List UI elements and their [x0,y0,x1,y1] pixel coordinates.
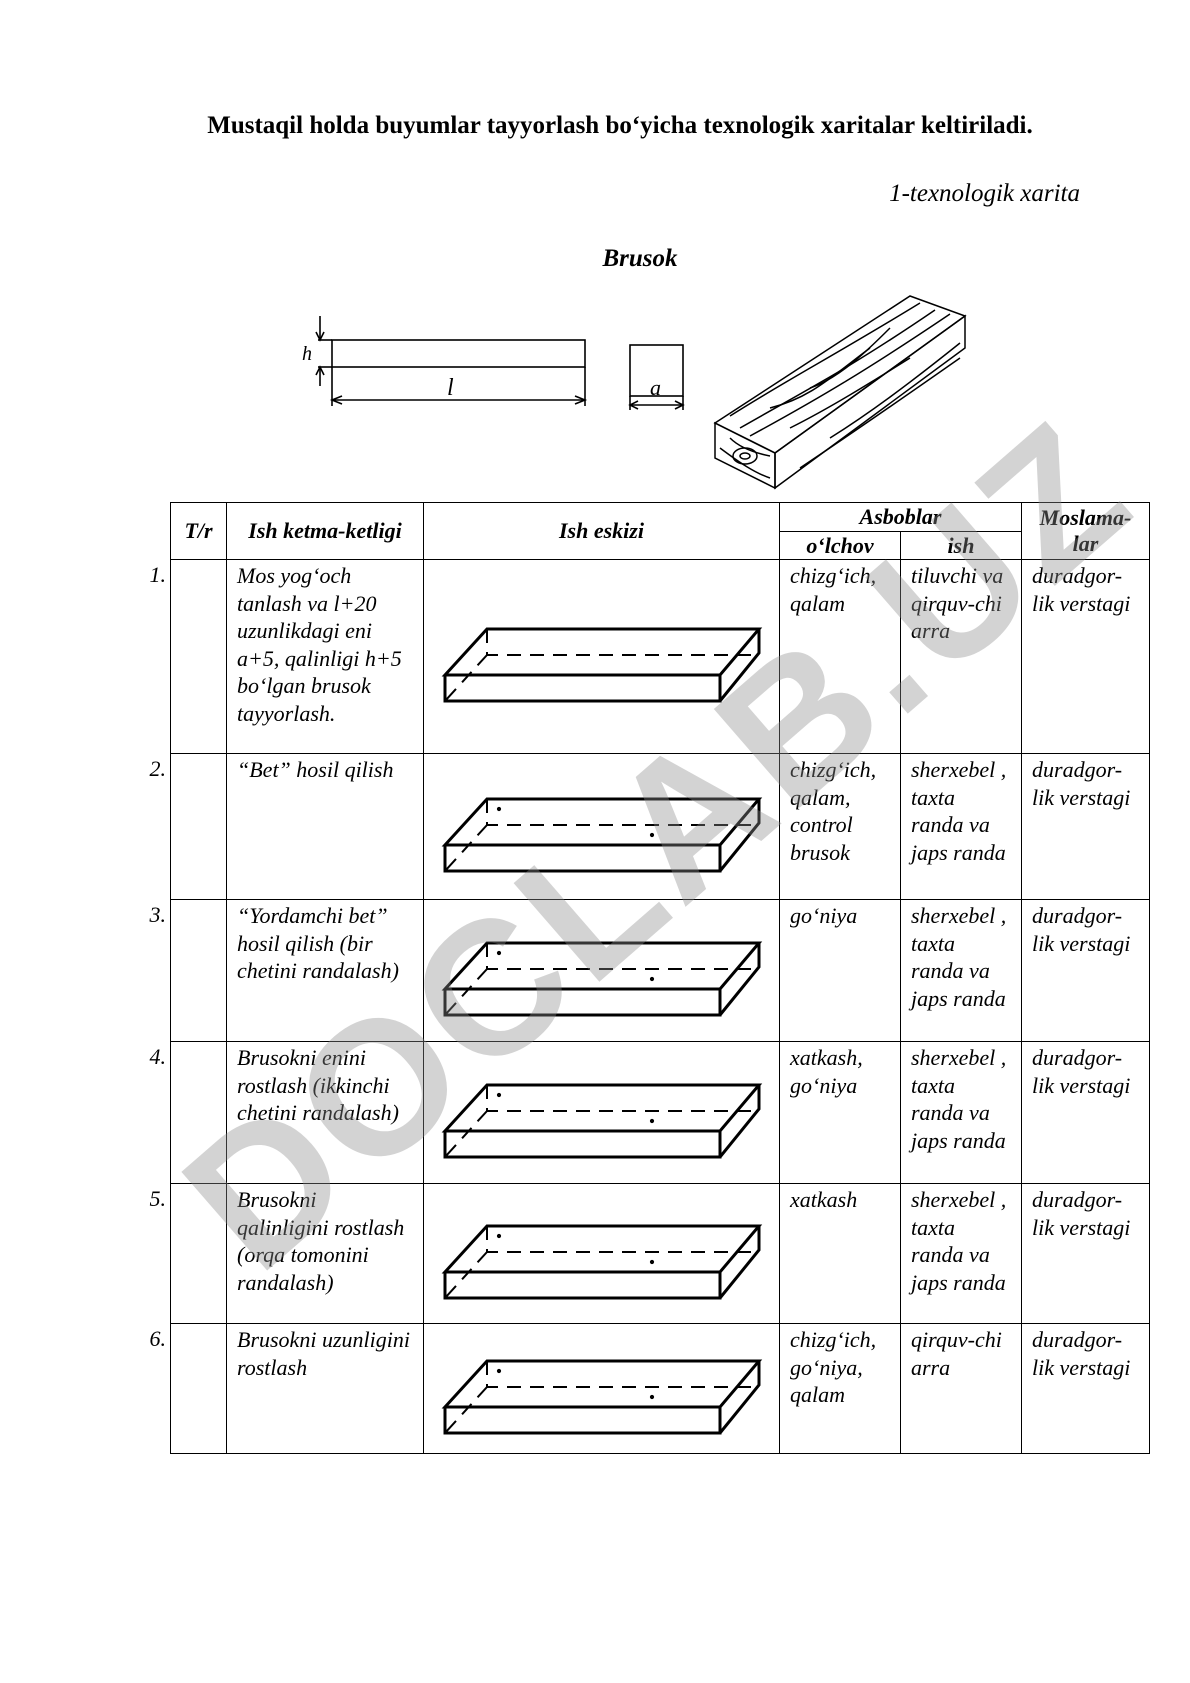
fixture-cell: duradgor-lik verstagi [1021,1323,1151,1454]
header-measure: o‘lchov [779,531,901,560]
blank-sketch-icon [441,627,762,702]
label-h: h [302,343,312,365]
measure-tools-cell: chizg‘ich, qalam [779,559,901,754]
sketch-cell [423,1323,780,1454]
page-heading: Mustaqil holda buyumlar tayyorlash bo‘yi… [207,112,1033,139]
row-number: 5. [149,1186,167,1211]
measure-tools-cell: xatkash [779,1183,901,1324]
work-tools-cell: sherxebel , taxta randa va japs randa [899,753,1023,900]
row-tr-cell [170,1323,227,1454]
sketch-cell [423,559,780,754]
header-sketch: Ish eskizi [423,502,780,560]
label-a: a [650,375,661,400]
sequence-cell: Brusokni qalinligini rostlash (orqa tomo… [226,1183,424,1324]
work-tools-cell: sherxebel , taxta randa va japs randa [899,1183,1023,1324]
header-tr: T/r [170,502,227,560]
fixture-cell: duradgor-lik verstagi [1021,1041,1151,1184]
table-row: Mos yog‘och tanlash va l+20 uzunlikdagi … [170,559,1151,754]
fixture-cell: duradgor-lik verstagi [1021,559,1151,754]
measure-tools-cell: xatkash, go‘niya [779,1041,901,1184]
row-number: 3. [149,902,167,927]
sequence-cell: Brusokni enini rostlash (ikkinchi chetin… [226,1041,424,1184]
brusok-figure: h l a [302,295,967,490]
table-row: Brusokni uzunligini rostlash chizg‘ich, … [170,1323,1151,1454]
sketch-cell [423,1183,780,1324]
row-number: 2. [149,756,167,781]
map-number: 1-texnologik xarita [889,180,1080,207]
document-title: Brusok [602,245,678,272]
blank-sketch-icon [441,1359,762,1434]
wooden-block-icon [713,295,967,490]
table-row: Brusokni enini rostlash (ikkinchi chetin… [170,1041,1151,1184]
header-work: ish [899,531,1023,560]
row-number: 4. [149,1044,167,1069]
blank-sketch-icon [441,1224,762,1299]
header-tools: Asboblar [778,502,1023,532]
sequence-cell: Brusokni uzunligini rostlash [226,1323,424,1454]
sequence-cell: “Yordamchi bet” hosil qilish (bir chetin… [226,899,424,1042]
blank-sketch-icon [441,1083,762,1158]
sequence-cell: Mos yog‘och tanlash va l+20 uzunlikdagi … [226,559,424,754]
measure-tools-cell: go‘niya [779,899,901,1042]
fixture-cell: duradgor-lik verstagi [1021,1183,1151,1324]
row-tr-cell [170,1183,227,1324]
row-tr-cell [170,1041,227,1184]
table-row: “Yordamchi bet” hosil qilish (bir chetin… [170,899,1151,1042]
row-number: 6. [149,1326,167,1351]
header-fixtures-line2: lar [1072,531,1099,556]
work-tools-cell: sherxebel , taxta randa va japs randa [899,899,1023,1042]
blank-sketch-icon [441,941,762,1016]
row-tr-cell [170,899,227,1042]
fixture-cell: duradgor-lik verstagi [1021,899,1151,1042]
sketch-cell [423,1041,780,1184]
end-view-drawing [628,344,685,410]
header-sequence: Ish ketma-ketligi [226,502,424,560]
sequence-cell: “Bet” hosil qilish [226,753,424,900]
header-fixtures-line1: Moslama- [1039,505,1132,530]
header-fixtures: Moslama- lar [1021,502,1151,560]
technology-map-table: T/r Ish ketma-ketligi Ish eskizi Asbobla… [170,502,1151,1454]
blank-sketch-icon [441,797,762,872]
work-tools-cell: qirquv-chi arra [899,1323,1023,1454]
row-number: 1. [149,562,167,587]
fixture-cell: duradgor-lik verstagi [1021,753,1151,900]
table-row: Brusokni qalinligini rostlash (orqa tomo… [170,1183,1151,1324]
work-tools-cell: tiluvchi va qirquv-chi arra [899,559,1023,754]
work-tools-cell: sherxebel , taxta randa va japs randa [899,1041,1023,1184]
measure-tools-cell: chizg‘ich, qalam, control brusok [779,753,901,900]
label-l: l [447,375,454,401]
side-view-drawing [315,316,588,406]
row-tr-cell [170,753,227,900]
row-tr-cell [170,559,227,754]
sketch-cell [423,753,780,900]
measure-tools-cell: chizg‘ich, go‘niya, qalam [779,1323,901,1454]
sketch-cell [423,899,780,1042]
table-row: “Bet” hosil qilish chizg‘ich, qalam, con… [170,753,1151,900]
